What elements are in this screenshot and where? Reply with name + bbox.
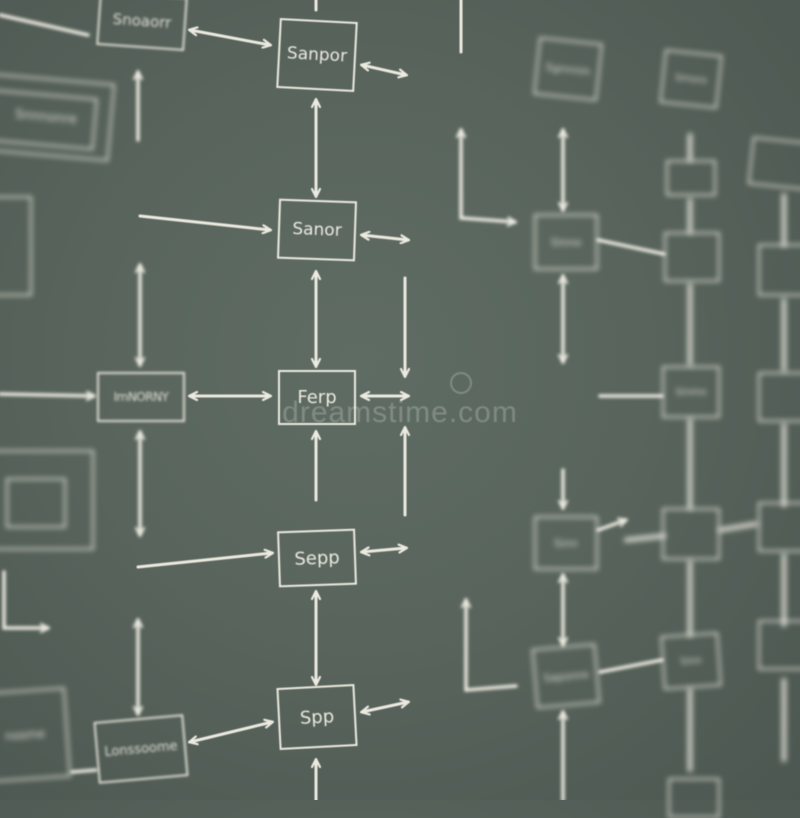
node-right-4-label: Saponre (542, 667, 590, 685)
node-sepp-label: Sepp (293, 546, 341, 570)
node-left-lower (0, 450, 94, 550)
node-left-mid (0, 196, 32, 296)
node-far-right-6-label: Sinn (679, 654, 703, 668)
node-right-4: Saponre (531, 643, 601, 709)
node-sapor-label: Sanpor (286, 43, 348, 67)
node-far-right-6: Sinn (660, 632, 722, 690)
node-sanor-label: Sanor (291, 219, 343, 241)
node-far-right-1-label: Smoro (674, 71, 708, 87)
flowchart-arrows (0, 0, 786, 800)
node-left-bottom: nosme (0, 687, 72, 783)
node-far-right-1: Smoro (659, 49, 723, 109)
node-spp-label: Spp (299, 705, 335, 729)
node-far-right-7 (668, 778, 720, 818)
node-top-left: Snoaorr (96, 0, 188, 52)
node-sepp: Sepp (277, 528, 357, 588)
node-sanor: Sanor (276, 198, 358, 262)
node-right-1: Sgnnnin (533, 36, 603, 102)
node-spp: Spp (276, 684, 358, 750)
node-bottom-left-label: Lonssoome (103, 738, 179, 760)
node-left-lower-inner (6, 478, 66, 528)
node-far-right-3 (664, 232, 720, 282)
node-ferp: Ferp (278, 370, 356, 425)
node-left-stack: Snnnonre (0, 72, 116, 162)
node-far-right-5 (662, 508, 720, 560)
node-top-left-label: Snoaorr (112, 9, 172, 33)
node-edge-right-5 (758, 620, 800, 670)
node-far-right-4-label: Sinmo (675, 386, 707, 398)
node-edge-right-2 (758, 244, 800, 296)
node-mid-left: ImNORNY (97, 372, 185, 422)
node-edge-right-4 (758, 502, 800, 552)
node-right-2-label: Sinno (550, 235, 582, 249)
node-right-3: Sinn (534, 516, 598, 570)
node-sapor: Sanpor (276, 18, 358, 92)
node-right-2: Sinno (534, 214, 598, 270)
node-edge-right-3 (758, 372, 800, 422)
node-left-bottom-label: nosme (4, 726, 46, 744)
node-far-right-2 (666, 160, 716, 196)
node-bottom-left: Lonssoome (93, 714, 189, 784)
node-edge-right-1 (747, 136, 800, 192)
node-right-1-label: Sgnnnin (544, 60, 592, 78)
node-right-3-label: Sinn (554, 536, 578, 550)
node-mid-left-label: ImNORNY (113, 390, 169, 404)
node-far-right-4: Sinmo (662, 366, 720, 418)
node-ferp-label: Ferp (297, 387, 337, 408)
